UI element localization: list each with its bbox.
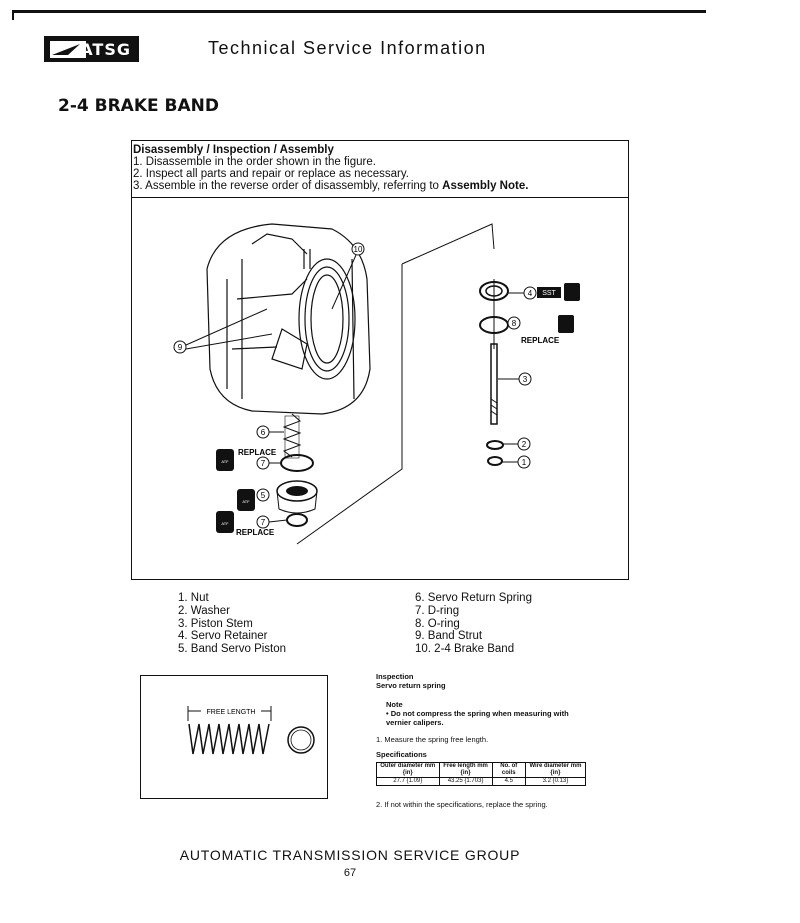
atf-bottle-2: ATF <box>237 489 255 511</box>
atf-bottle-2-label: ATF <box>242 499 250 504</box>
spring-figure: FREE LENGTH <box>140 675 328 799</box>
callout-7b-label: 7 <box>261 518 266 527</box>
spec-table: Outer diameter mm {in} Free length mm {i… <box>376 762 587 786</box>
d-ring-7-upper: 7 <box>256 454 314 472</box>
o-ring-8: 8 REPLACE <box>479 315 574 345</box>
parts-legend-left: 1. Nut 2. Washer 3. Piston Stem 4. Servo… <box>178 592 286 656</box>
sst-label: SST <box>542 290 556 297</box>
section-title: 2-4 BRAKE BAND <box>58 96 219 116</box>
callout-7-label: 7 <box>261 459 266 468</box>
spec-col-outer: Outer diameter mm {in} <box>376 762 440 778</box>
nut-1: 1 <box>487 455 531 469</box>
inspection-subheading: Servo return spring <box>376 681 446 690</box>
legend-item-7: 7. D-ring <box>415 604 460 617</box>
spec-header-row: Outer diameter mm {in} Free length mm {i… <box>376 762 587 778</box>
assembly-guide-lines <box>296 223 495 545</box>
transmission-case-drawing <box>206 223 371 415</box>
callout-6: 6 <box>256 425 284 439</box>
callout-4-label: 4 <box>528 289 533 298</box>
legend-item-6: 6. Servo Return Spring <box>415 592 532 604</box>
legend-item-2: 2. Washer <box>178 604 230 617</box>
exploded-diagram: 10 9 6 ATF REPLACE 7 <box>173 223 580 545</box>
legend-item-1: 1. Nut <box>178 592 209 604</box>
inspection-step-1: 1. Measure the spring free length. <box>376 735 489 744</box>
legend-item-3: 3. Piston Stem <box>178 617 253 630</box>
replace-label-2: REPLACE <box>236 528 275 537</box>
note-heading: Note <box>386 700 403 709</box>
note-text: • Do not compress the spring when measur… <box>386 709 569 727</box>
spring-drawing: FREE LENGTH <box>187 706 315 755</box>
footer-org: AUTOMATIC TRANSMISSION SERVICE GROUP <box>179 847 521 863</box>
legend-item-10: 10. 2-4 Brake Band <box>415 643 515 656</box>
callout-1-label: 1 <box>522 458 527 467</box>
atsg-logo: ATSG <box>44 36 139 62</box>
callout-8-label: 8 <box>512 319 517 328</box>
inspection-step-2: 2. If not within the specifications, rep… <box>376 800 548 809</box>
instructions-heading: Disassembly / Inspection / Assembly <box>133 144 334 156</box>
inspection-heading: Inspection <box>376 672 414 681</box>
spec-val-outer: 27.7 {1.09} <box>376 777 440 786</box>
callout-3-label: 3 <box>523 375 528 384</box>
washer-2: 2 <box>486 437 531 451</box>
callout-9: 9 <box>173 308 273 354</box>
replace-label-3: REPLACE <box>521 336 560 345</box>
parts-legend-right: 6. Servo Return Spring 7. D-ring 8. O-ri… <box>415 592 532 656</box>
top-rule <box>12 10 706 13</box>
figure-frame: Disassembly / Inspection / Assembly 1. D… <box>131 140 629 580</box>
spec-col-free: Free length mm {in} <box>438 762 493 778</box>
callout-9-label: 9 <box>178 343 183 352</box>
callout-10-label: 10 <box>354 245 363 254</box>
spec-val-coils: 4.5 <box>491 777 526 786</box>
servo-retainer-4: 4 SST <box>479 281 580 301</box>
assembly-note-ref: Assembly Note. <box>442 180 529 192</box>
spec-val-free: 43.25 {1.703} <box>438 777 493 786</box>
free-length-label: FREE LENGTH <box>206 709 255 716</box>
inspection-section: Inspection Servo return spring Note • Do… <box>376 672 591 809</box>
instruction-step-3-text: 3. Assemble in the reverse order of disa… <box>133 180 443 192</box>
piston-stem-3: 3 <box>490 343 532 425</box>
servo-piston-5: 5 <box>256 480 318 514</box>
logo-mark-icon <box>50 41 86 58</box>
legend-item-5: 5. Band Servo Piston <box>178 643 287 656</box>
callout-5-label: 5 <box>261 491 266 500</box>
legend-item-4: 4. Servo Retainer <box>178 630 268 643</box>
spec-heading: Specifications <box>376 750 427 759</box>
atf-bottle-3-label: ATF <box>221 521 229 526</box>
atf-bottle-1: ATF <box>216 449 234 471</box>
d-ring-7-lower: 7 <box>256 513 308 529</box>
logo-text: ATSG <box>80 39 131 59</box>
page-number: 67 <box>343 867 357 879</box>
instruction-step-3: 3. Assemble in the reverse order of disa… <box>133 180 628 192</box>
spec-col-coils: No. of coils <box>491 762 526 778</box>
atf-bottle-1-label: ATF <box>221 459 229 464</box>
header-title: Technical Service Information <box>208 38 487 58</box>
legend-item-9: 9. Band Strut <box>415 630 483 643</box>
left-rule <box>12 10 14 20</box>
instruction-step-1: 1. Disassemble in the order shown in the… <box>133 156 376 168</box>
callout-6-label: 6 <box>261 428 266 437</box>
atf-bottle-3: ATF <box>216 511 234 533</box>
spring-6-drawing <box>282 413 302 459</box>
callout-10: 10 <box>331 242 365 310</box>
spec-val-wire: 3.2 {0.13} <box>524 777 587 786</box>
replace-label-1: REPLACE <box>238 448 277 457</box>
legend-item-8: 8. O-ring <box>415 617 460 630</box>
spec-value-row: 27.7 {1.09} 43.25 {1.703} 4.5 3.2 {0.13} <box>376 777 587 786</box>
instruction-step-2: 2. Inspect all parts and repair or repla… <box>133 168 409 180</box>
callout-2-label: 2 <box>522 440 527 449</box>
instructions-box: Disassembly / Inspection / Assembly 1. D… <box>132 141 628 198</box>
spec-col-wire: Wire diameter mm {in} <box>524 762 587 778</box>
